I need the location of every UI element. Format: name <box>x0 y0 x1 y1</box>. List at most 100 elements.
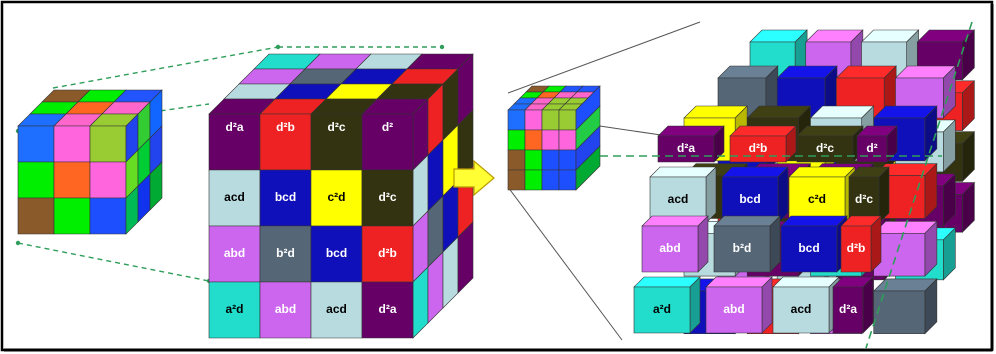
cell-label: d²a <box>677 141 695 155</box>
cube-front-face <box>53 197 91 235</box>
front-block-front <box>641 225 699 273</box>
guide-node <box>275 44 281 50</box>
front-block-top <box>796 125 864 137</box>
cube-front-face <box>507 129 526 151</box>
cell-label: acd <box>668 192 689 206</box>
cell-label: b²d <box>276 246 295 260</box>
back-block-front <box>873 233 926 277</box>
cell-label: acd <box>326 302 347 316</box>
cube-front-face <box>53 161 91 199</box>
cell-label: d²c <box>855 192 873 206</box>
cell-label: d²c <box>328 120 346 134</box>
front-block-top <box>633 276 701 288</box>
front-block-top <box>713 215 781 227</box>
cell-label: d²b <box>276 120 295 134</box>
front-block-front <box>713 225 771 273</box>
cell-label: c²d <box>328 190 346 204</box>
cube-front-face <box>541 149 560 171</box>
cell-label: d² <box>866 141 877 155</box>
cell-label: d²b <box>749 141 768 155</box>
cell-label: bcd <box>798 241 819 255</box>
cell-label: d² <box>382 120 393 134</box>
big-cube-side-face <box>457 221 474 294</box>
front-block-side <box>769 215 781 273</box>
cube-front-face <box>558 129 577 151</box>
front-block-front <box>840 225 872 273</box>
cell-label: abd <box>723 302 744 316</box>
cube-front-face <box>17 197 55 235</box>
zoom-guide-line <box>507 21 701 94</box>
guide-node <box>439 44 445 50</box>
cell-label: d²c <box>816 141 834 155</box>
cell-label: a²d <box>653 302 671 316</box>
cube-front-face <box>524 169 543 191</box>
cube-front-face <box>89 161 127 199</box>
front-block-front <box>705 286 763 334</box>
front-block-top <box>657 125 725 137</box>
cell-label: bcd <box>275 190 296 204</box>
front-block-top <box>641 215 709 227</box>
cube-front-face <box>541 109 560 131</box>
front-block-side <box>761 276 773 334</box>
front-block-top <box>772 276 840 288</box>
cube-front-face <box>541 169 560 191</box>
zoom-guide-line <box>507 186 623 341</box>
cube-front-face <box>558 149 577 171</box>
cell-label: d²a <box>226 120 244 134</box>
projection-guide-line <box>52 46 279 89</box>
cube-side-face <box>149 161 163 211</box>
cell-label: d²c <box>379 190 397 204</box>
right-arrow-icon <box>453 159 495 197</box>
cell-label: bcd <box>326 246 347 260</box>
front-block-top <box>649 166 717 178</box>
cube-front-face <box>507 109 526 131</box>
guide-node <box>15 240 21 246</box>
front-block-front <box>772 286 830 334</box>
front-block-front <box>633 286 691 334</box>
cube-front-face <box>507 169 526 191</box>
cube-front-face <box>17 161 55 199</box>
cube-front-face <box>89 197 127 235</box>
cell-label: abd <box>659 241 680 255</box>
cell-label: d²a <box>379 302 397 316</box>
big-cube-front-cell <box>361 281 414 339</box>
cell-label: b²d <box>733 241 752 255</box>
cube-front-face <box>541 129 560 151</box>
projection-guide-line <box>17 242 210 282</box>
cell-label: acd <box>224 190 245 204</box>
small-middle-cube <box>507 85 601 191</box>
cell-label: abd <box>224 246 245 260</box>
small-cube <box>17 89 163 235</box>
front-block-side <box>697 215 709 273</box>
cube-side-face <box>575 145 601 191</box>
cell-label: c²d <box>808 192 826 206</box>
front-block-top <box>721 166 789 178</box>
cell-label: acd <box>791 302 812 316</box>
cube-front-face <box>89 125 127 163</box>
front-block-side <box>870 215 882 273</box>
cube-front-face <box>558 169 577 191</box>
cell-label: a²d <box>226 302 244 316</box>
cube-front-face <box>524 129 543 151</box>
front-block-side <box>878 166 890 224</box>
front-block-front <box>780 225 838 273</box>
front-block-side <box>862 276 874 334</box>
front-block-top <box>705 276 773 288</box>
front-block-top <box>780 215 848 227</box>
axis-guide-line <box>865 21 973 349</box>
front-block-side <box>705 166 717 224</box>
cell-label: bcd <box>739 192 760 206</box>
cell-label: d²b <box>847 241 866 255</box>
exploded-cube: d²a d²b d²c d² acd bcd c²d d²c abd b²d bcd d²b a²d ab… <box>633 29 976 335</box>
cube-front-face <box>524 149 543 171</box>
cube-front-face <box>53 125 91 163</box>
front-block-side <box>777 166 789 224</box>
front-block-side <box>689 276 701 334</box>
cell-label: abd <box>275 302 296 316</box>
front-block-front <box>832 286 864 334</box>
cell-label: d²a <box>839 302 857 316</box>
cube-front-face <box>507 149 526 171</box>
